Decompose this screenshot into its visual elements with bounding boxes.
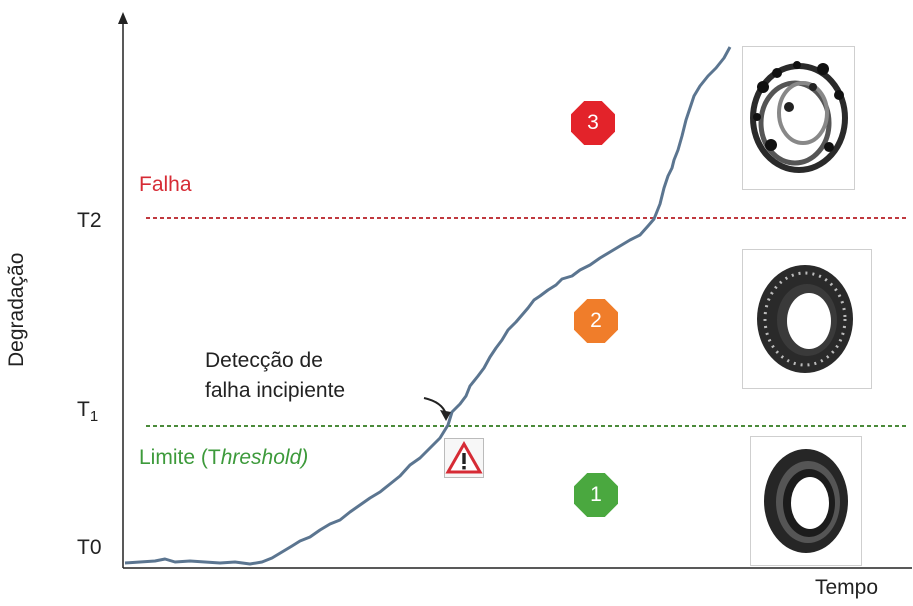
degradation-curve (124, 46, 732, 566)
detection-line-2: falha incipiente (205, 379, 346, 402)
tick-t2: T2 (77, 209, 102, 232)
detection-text: Detecção de falha incipiente (205, 346, 345, 406)
stage-badge-1: 1 (574, 473, 618, 517)
detection-arrowhead (440, 410, 451, 421)
stage-badge-3: 3 (571, 101, 615, 145)
tick-t1: T1 (77, 398, 99, 426)
y-axis-label: Degradação (5, 252, 28, 367)
stage-badge-2: 2 (574, 299, 618, 343)
warning-triangle-icon (444, 438, 484, 478)
detection-line-1: Detecção de (205, 349, 323, 372)
bearing-new-icon (750, 436, 862, 566)
tick-t0: T0 (77, 536, 102, 559)
y-axis-arrow (118, 12, 128, 24)
bearing-worn-icon (742, 249, 872, 389)
bearing-failed-icon (742, 46, 855, 190)
failure-label: Falha (139, 173, 192, 196)
x-axis-label: Tempo (815, 576, 879, 599)
limit-label: Limite (Threshold) (139, 446, 309, 469)
